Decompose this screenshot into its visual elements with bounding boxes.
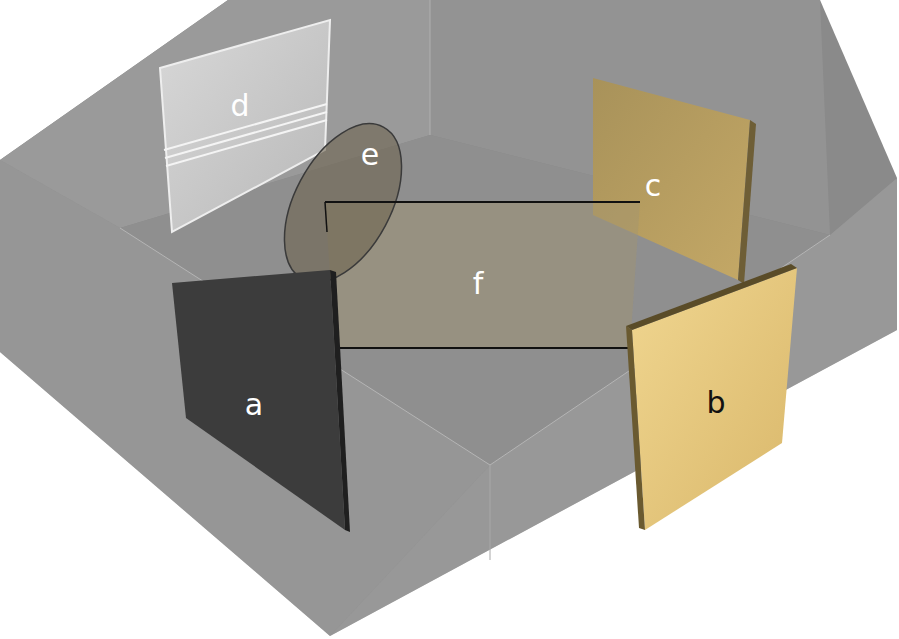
panel-b	[632, 268, 797, 530]
panel-a	[172, 270, 345, 530]
panel-c-edge	[738, 120, 756, 284]
panel-a-edge	[330, 270, 350, 532]
part-label: a	[245, 390, 263, 420]
part-label: d	[230, 91, 249, 121]
panel-b-top-edge	[626, 264, 797, 330]
part-label: f	[473, 269, 484, 299]
part-label: c	[645, 171, 662, 201]
plane-f-side-line	[325, 202, 327, 232]
panel-b-edge	[626, 326, 645, 530]
plane-f-top-line	[325, 201, 640, 203]
part-label: b	[706, 388, 725, 418]
box-edge	[430, 0, 431, 135]
box-edge	[490, 465, 491, 560]
plane-f-bottom-line	[335, 347, 630, 349]
part-label: e	[361, 140, 379, 170]
